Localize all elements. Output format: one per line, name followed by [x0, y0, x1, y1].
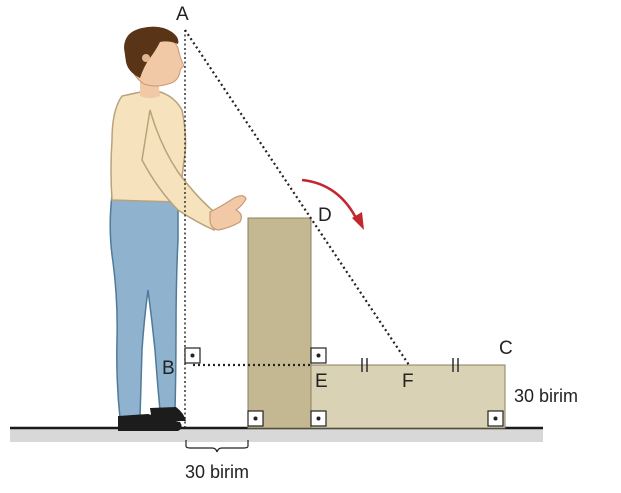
- hand: [209, 195, 247, 231]
- right-shoe: [150, 407, 186, 421]
- right-angle-marker-standing-base: [247, 410, 264, 427]
- ear: [142, 54, 150, 62]
- point-label-B: B: [162, 358, 175, 379]
- line-A-F: [184, 29, 410, 366]
- point-label-A: A: [176, 4, 189, 25]
- ground-shadow: [10, 428, 543, 442]
- fall-arrow-head: [352, 212, 364, 230]
- left-shoe: [118, 414, 182, 431]
- pants: [109, 194, 179, 419]
- fall-arrow: [301, 178, 360, 223]
- person-figure: [109, 26, 247, 431]
- point-label-C: C: [499, 338, 513, 359]
- block-height-label: 30 birim: [514, 386, 578, 406]
- equal-tick-right: [452, 358, 459, 372]
- point-label-E: E: [315, 371, 328, 392]
- distance-bracket: [185, 440, 249, 453]
- hair: [124, 26, 179, 79]
- right-angle-marker-fallen-right: [487, 410, 504, 427]
- point-label-D: D: [318, 205, 332, 226]
- right-angle-marker-B: [184, 347, 201, 364]
- equal-tick-left: [361, 358, 368, 372]
- right-angle-marker-fallen-left: [310, 410, 327, 427]
- point-label-F: F: [402, 371, 414, 392]
- fallen-block: [310, 364, 506, 429]
- standing-block: [247, 217, 312, 429]
- right-angle-marker-E: [310, 347, 327, 364]
- distance-label: 30 birim: [185, 462, 249, 482]
